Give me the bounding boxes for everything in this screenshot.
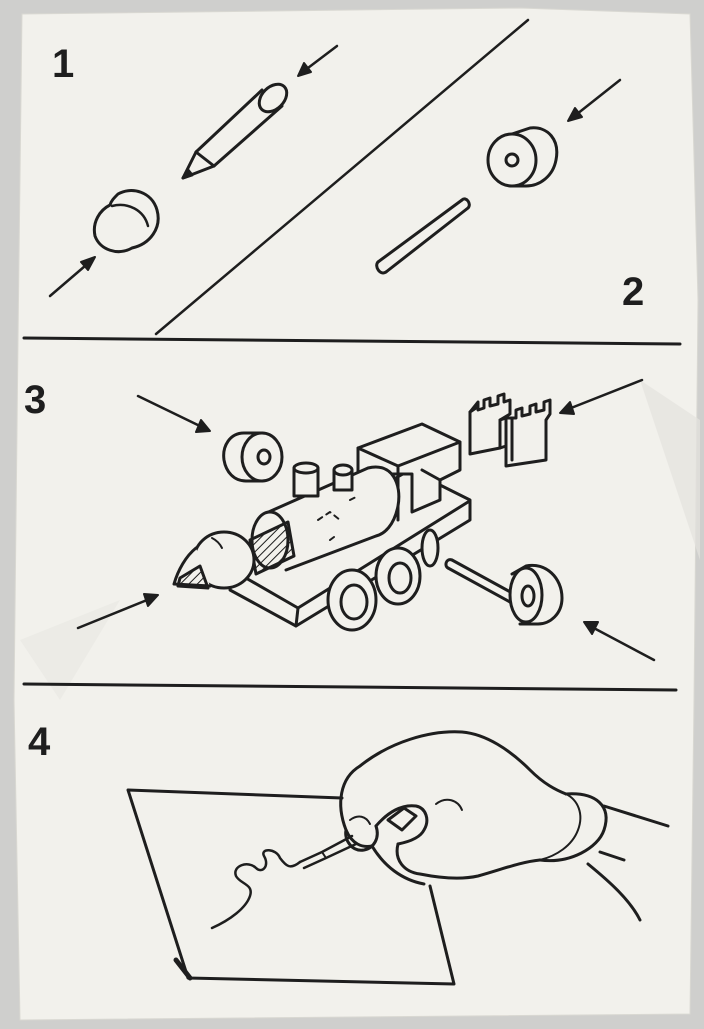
step-1-illustration — [48, 44, 339, 298]
squiggle-line — [210, 849, 302, 930]
step-4-illustration — [126, 730, 670, 986]
step-number-3: 3 — [24, 378, 47, 422]
diagonal-divider — [154, 18, 530, 336]
drawing-paper — [126, 788, 456, 986]
divider-bottom — [22, 682, 678, 692]
cab-pieces-drawing — [468, 392, 552, 468]
arrow-to-loose-wheel — [136, 394, 206, 430]
paper-crease — [20, 600, 120, 700]
arrow-to-cab-pieces — [564, 378, 644, 412]
paper-crease — [640, 380, 700, 560]
arrow-to-wheel — [570, 78, 622, 120]
step-3-illustration — [76, 378, 656, 662]
divider-top — [22, 336, 682, 346]
loose-wheel-drawing — [222, 431, 284, 483]
step-number-4: 4 — [28, 720, 51, 764]
arrow-to-cap-on-train — [76, 596, 154, 630]
step-number-2: 2 — [622, 270, 645, 314]
pencil-drawing — [181, 82, 289, 180]
train-engine-drawing — [172, 422, 472, 632]
arrow-to-axle-wheel — [588, 624, 656, 662]
axle-drawing — [375, 197, 471, 275]
axle-with-wheel-drawing — [444, 558, 564, 626]
hand-drawing — [339, 730, 670, 922]
step-2-illustration — [375, 78, 622, 275]
pencil-cap-drawing — [92, 189, 160, 253]
step-number-1: 1 — [52, 42, 75, 86]
wheel-drawing — [486, 126, 559, 188]
